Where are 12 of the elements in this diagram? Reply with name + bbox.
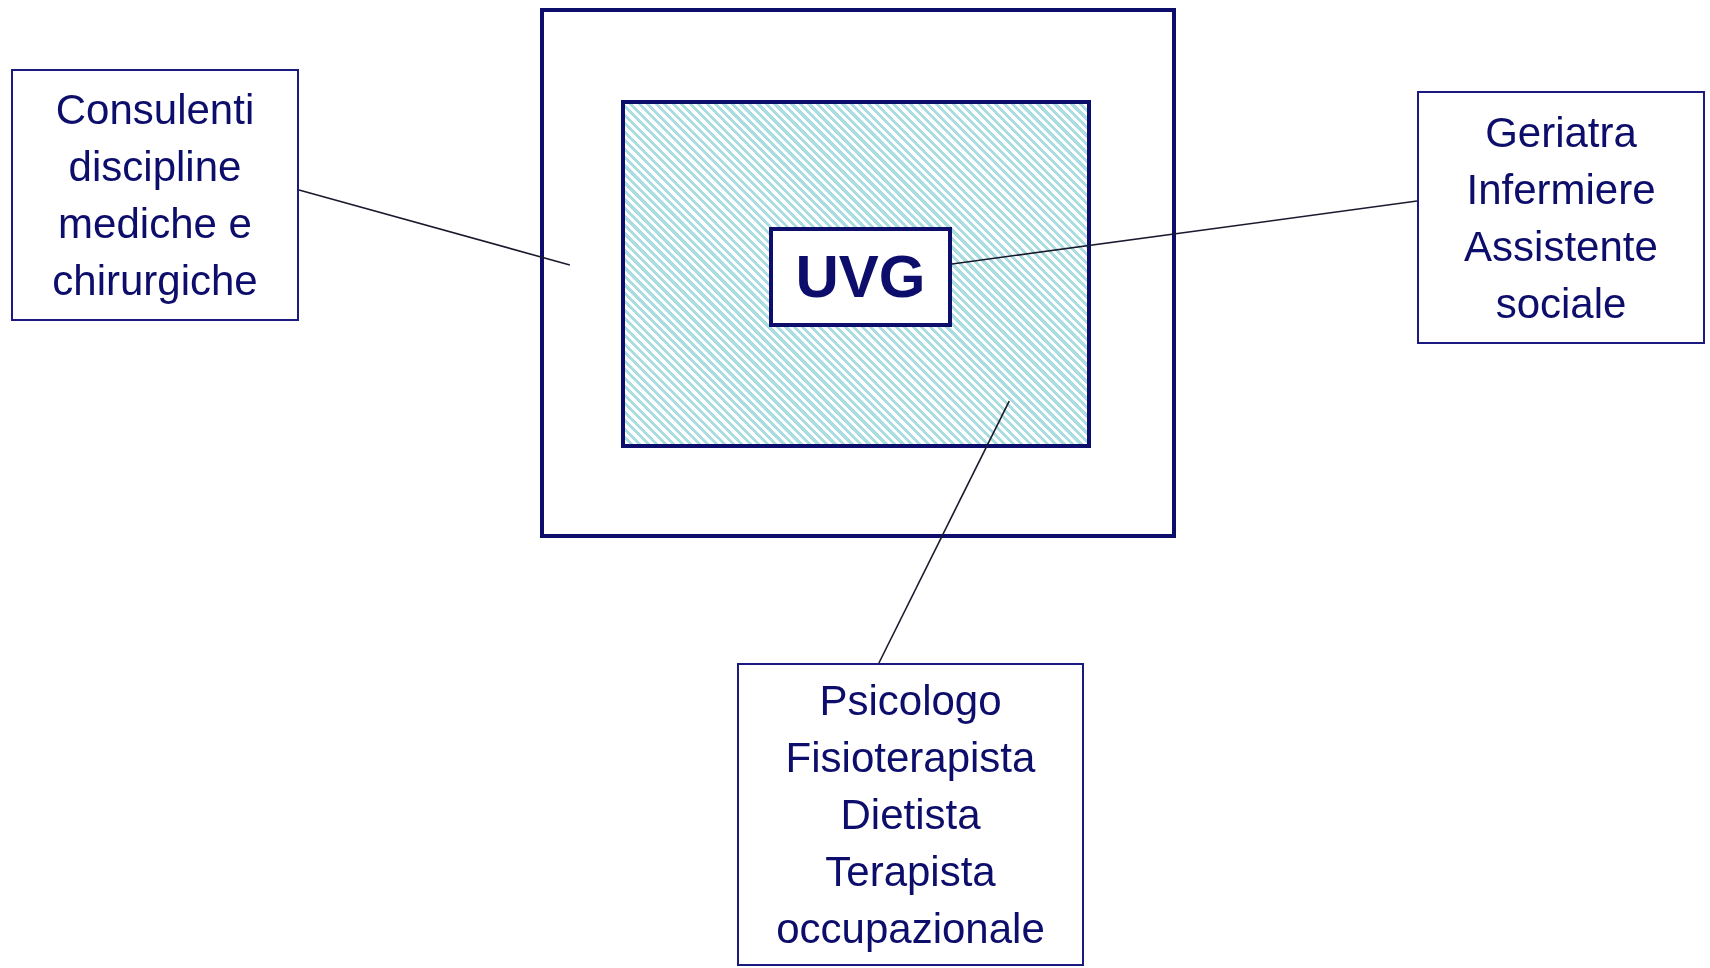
- leader-line: [298, 189, 571, 266]
- role-list: Consulenti discipline mediche e chirurgiche: [30, 81, 280, 309]
- role-list: Psicologo Fisioterapista Dietista Terapista occupazionale: [750, 672, 1071, 957]
- leader-line: [951, 200, 1418, 265]
- unit-title: UVG: [795, 242, 926, 312]
- label-box: [11, 69, 299, 321]
- role-list: Geriatra Infermiere Assistente sociale: [1446, 103, 1676, 332]
- unit-box: [769, 227, 952, 327]
- leader-line: [878, 400, 1010, 664]
- hatched-area: [621, 100, 1091, 448]
- outer-frame: [540, 8, 1176, 538]
- label-box: [1417, 91, 1705, 344]
